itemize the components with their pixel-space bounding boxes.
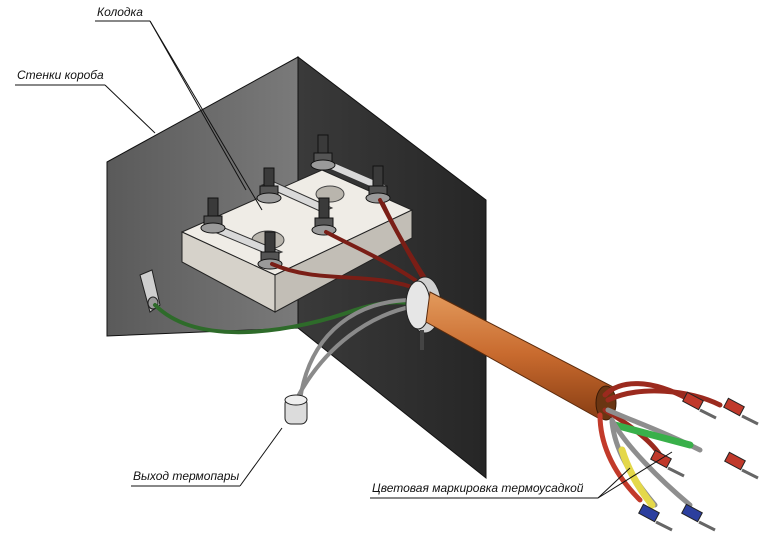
bolt [256,167,282,204]
terminal-bolts [200,134,391,270]
callout-box-walls-label: Стенки короба [17,68,104,82]
ferrule-blue [638,503,660,523]
callout-thermocouple-outlet: Выход термопары [131,427,283,487]
ferrule-red [724,451,746,471]
ferrule-blue [681,503,703,523]
ferrule-red [723,397,745,417]
output-wires [597,381,723,509]
bolt [200,197,226,234]
callout-thermocouple-outlet-label: Выход термопары [133,469,239,483]
callout-color-marking-label: Цветовая маркировка термоусадкой [372,481,584,495]
callout-box-walls: Стенки короба [15,68,156,134]
bolt [310,134,336,171]
thermocouple-outlet [284,394,308,425]
callout-block: Колодка [95,5,263,211]
bolt [365,165,391,204]
thermocouple-wires [294,298,416,402]
ferrule-red [682,391,704,411]
callout-color-marking: Цветовая маркировка термоусадкой [370,451,673,499]
callout-block-label: Колодка [97,5,143,19]
terminal-block [180,159,414,313]
